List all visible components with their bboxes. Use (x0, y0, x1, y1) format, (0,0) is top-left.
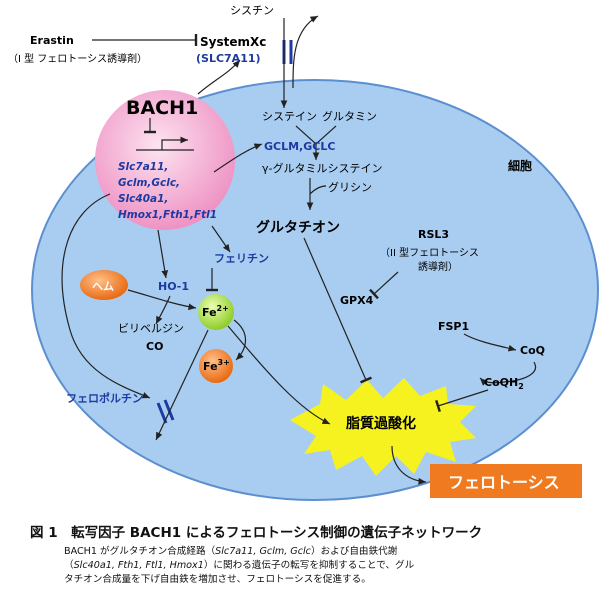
bach1-to-ferroportin-arrow (61, 193, 151, 399)
caption-text: ）および自由鉄代謝 (310, 546, 398, 557)
label-co: CO (146, 340, 163, 353)
lipid-peroxidation-burst (290, 378, 476, 476)
lipidperox-to-ferroptosis-arrow (391, 445, 427, 485)
label-glutathione: グルタチオン (256, 219, 340, 236)
caption-genes: Slc40a1, Fth1, Ftl1, Hmox1 (73, 560, 204, 571)
bach1-to-gclm-arrow (213, 143, 263, 173)
heme-node (80, 270, 128, 300)
bach1-to-systemxc-arrow (197, 59, 241, 95)
heme-to-fe2-arrow (127, 289, 197, 311)
label-slc7a11: (SLC7A11) (196, 52, 261, 65)
caption-line-2: （Slc40a1, Fth1, Ftl1, Hmox1）に関わる遺伝子の転写を抑… (64, 559, 590, 573)
fsp1-to-coq-arrow (463, 333, 517, 352)
caption-text: BACH1 がグルタチオン合成経路（ (64, 546, 216, 557)
bach1-to-ho1-arrow (157, 229, 169, 279)
transcription-arrow (161, 136, 188, 150)
label-fsp1: FSP1 (438, 320, 469, 333)
heme-to-biliverdin-arrow (155, 295, 171, 325)
label-ho1: HO-1 (158, 280, 189, 293)
bach1-ferroptosis-diagram: シスチン Erastin （I 型 フェロトーシス誘導剤） SystemXc (… (8, 4, 599, 501)
label-ferroportin: フェロポルチン (66, 391, 143, 405)
label-genes-1: Slc7a11, (118, 161, 168, 173)
label-heme: ヘム (92, 280, 114, 293)
label-coq: CoQ (520, 344, 545, 357)
ferroportin-transporter (156, 399, 175, 424)
label-erastin-note: （I 型 フェロトーシス誘導剤） (8, 52, 147, 65)
label-genes-4: Hmox1,Fth1,Ftl1 (118, 209, 217, 221)
label-glutamine: グルタミン (322, 109, 377, 123)
label-cystine-top: シスチン (230, 4, 274, 17)
label-fe2: Fe2+ (202, 304, 229, 319)
label-cell: 細胞 (508, 158, 532, 173)
fe2-export-arrow (155, 329, 209, 441)
fe2-to-lipidperox-arrow (227, 325, 331, 425)
caption-title: 図 1 転写因子 BACH1 によるフェロトーシス制御の遺伝子ネットワーク (30, 525, 483, 541)
caption-text: （ (64, 560, 74, 571)
caption-line-3: タチオン合成量を下げ自由鉄を増加させ、フェロトーシスを促進する。 (64, 574, 371, 585)
label-systemxc: SystemXc (200, 35, 266, 49)
systemxc-transporter (282, 40, 293, 64)
bach1-to-ferritin-arrow (211, 225, 231, 253)
label-fe3: Fe3+ (203, 358, 230, 373)
label-gamma-gc: γ-グルタミルシステイン (262, 161, 382, 175)
caption-line-1: BACH1 がグルタチオン合成経路（Slc7a11, Gclm, Gclc）およ… (64, 545, 590, 559)
label-genes-2: Gclm,Gclc, (118, 177, 180, 189)
fe2-node (198, 294, 234, 330)
label-gclm-gclc: GCLM,GCLC (264, 140, 335, 153)
label-gpx4: GPX4 (340, 294, 374, 307)
label-glycine: グリシン (328, 180, 372, 194)
caption-text: ）に関わる遺伝子の転写を抑制することで、グル (203, 560, 415, 571)
gsh-inhibit-lipidperox (303, 237, 372, 384)
bach1-sphere (95, 90, 235, 230)
label-coqh2: CoQH2 (484, 376, 524, 391)
label-rsl3: RSL3 (418, 228, 449, 241)
label-bach1: BACH1 (126, 97, 198, 119)
label-ferritin: フェリチン (214, 252, 269, 265)
coq-to-coqh2-head (479, 377, 505, 386)
figure-caption: 図 1 転写因子 BACH1 によるフェロトーシス制御の遺伝子ネットワーク BA… (30, 521, 590, 587)
label-genes-3: Slc40a1, (118, 193, 168, 205)
rsl3-inhibit-gpx4 (369, 271, 399, 300)
coqh2-inhibit-lipidperox (435, 389, 489, 413)
caption-body: BACH1 がグルタチオン合成経路（Slc7a11, Gclm, Gclc）およ… (30, 545, 590, 587)
label-rsl3-note-1: （II 型フェロトーシス (380, 246, 479, 259)
glycine-join (309, 185, 327, 195)
label-biliverdin: ビリベルジン (118, 322, 184, 335)
label-lipid-perox: 脂質過酸化 (345, 415, 416, 432)
label-ferroptosis: フェロトーシス (448, 473, 560, 492)
fe3-node (199, 349, 233, 383)
label-cysteine: システイン (262, 110, 317, 123)
label-erastin: Erastin (30, 34, 74, 47)
glutamate-efflux-arrow (292, 15, 319, 89)
ferroptosis-box (430, 464, 582, 498)
fe2-to-fe3-arrow (233, 319, 247, 361)
label-rsl3-note-2: 誘導剤） (418, 260, 458, 273)
coq-to-coqh2-arrow (503, 361, 537, 383)
caption-genes: Slc7a11, Gclm, Gclc (215, 546, 311, 557)
